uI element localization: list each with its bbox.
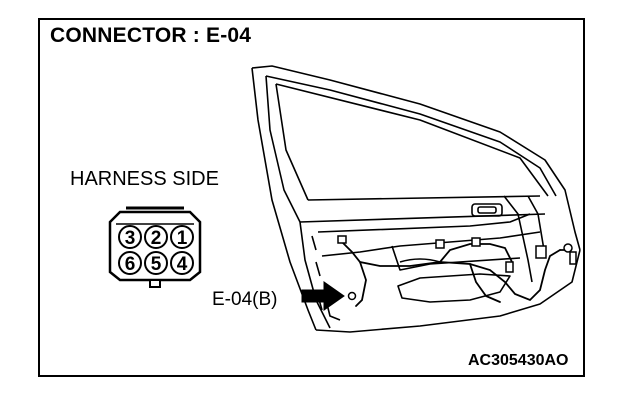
harness-side-label: HARNESS SIDE bbox=[70, 168, 219, 190]
pin-label-6: 6 bbox=[125, 254, 136, 275]
connector-title: CONNECTOR : E-04 bbox=[50, 24, 252, 47]
pin-1 bbox=[170, 225, 194, 249]
connector-reference-label: E-04(B) bbox=[212, 289, 278, 310]
pin-label-2: 2 bbox=[151, 228, 162, 249]
pin-6 bbox=[118, 251, 142, 275]
pin-label-1: 1 bbox=[177, 228, 188, 249]
pin-label-5: 5 bbox=[151, 254, 162, 275]
figure-code: AC305430AO bbox=[468, 352, 569, 369]
pin-4 bbox=[170, 251, 194, 275]
pin-3 bbox=[118, 225, 142, 249]
connector-pins bbox=[118, 225, 194, 275]
connector-pointer-arrow bbox=[301, 281, 345, 311]
pin-2 bbox=[144, 225, 168, 249]
door-illustration bbox=[251, 65, 581, 333]
pin-label-3: 3 bbox=[125, 228, 136, 249]
pin-5 bbox=[144, 251, 168, 275]
connector-face bbox=[108, 206, 202, 288]
harness-clips bbox=[337, 235, 577, 301]
pin-label-4: 4 bbox=[177, 254, 188, 275]
